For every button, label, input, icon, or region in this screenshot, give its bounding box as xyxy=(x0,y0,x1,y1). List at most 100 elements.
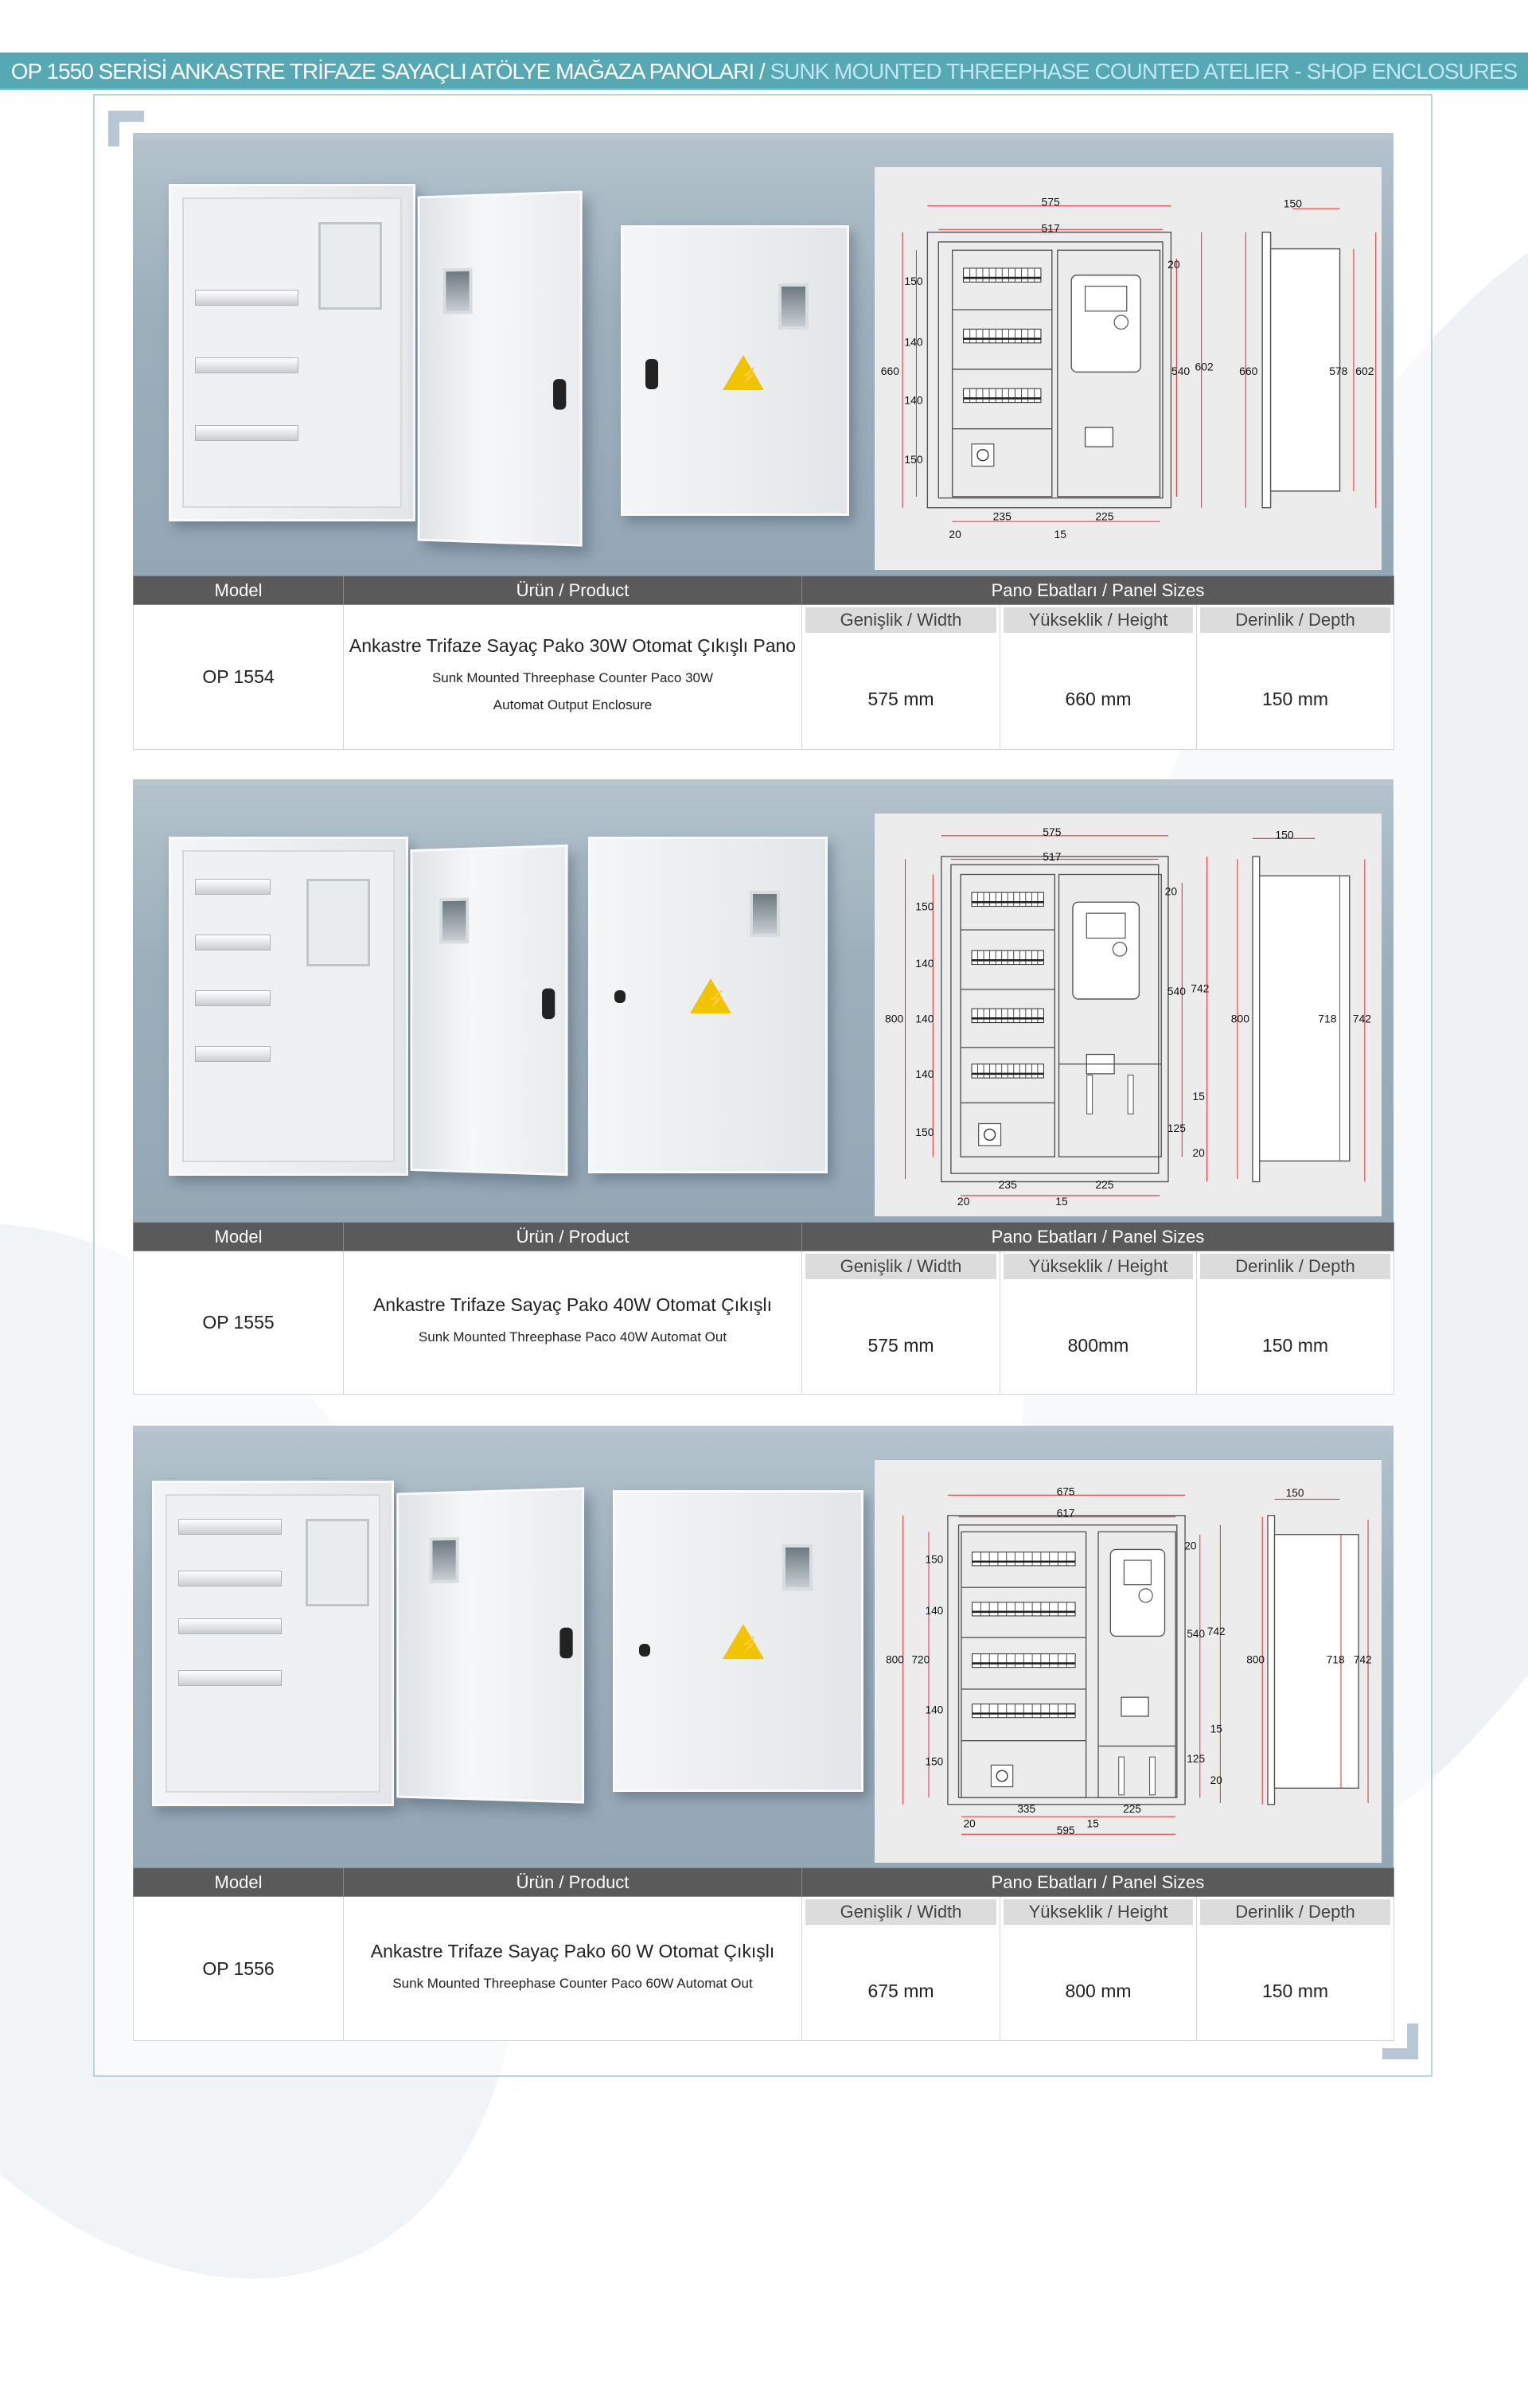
spec-table-op1556: ModelÜrün / ProductPano Ebatları / Panel… xyxy=(133,1867,1394,2041)
width-value: 575 mm xyxy=(805,1335,996,1356)
table-row: OP 1554 Ankastre Trifaze Sayaç Pako 30W … xyxy=(134,605,1394,750)
warning-sign-icon: ⚡ xyxy=(690,978,731,1013)
dimension-label: 140 xyxy=(926,1704,944,1716)
col-header-model: Model xyxy=(134,1223,344,1251)
sub-header-height: Yükseklik / Height xyxy=(1004,607,1193,633)
dimension-label: 20 xyxy=(957,1195,970,1208)
dimension-label: 540 xyxy=(1167,985,1186,997)
table-row: OP 1555 Ankastre Trifaze Sayaç Pako 40W … xyxy=(134,1251,1394,1395)
col-header-product: Ürün / Product xyxy=(344,576,802,605)
model-code: OP 1554 xyxy=(134,605,344,750)
warning-sign-icon: ⚡ xyxy=(723,355,764,390)
rotary-switch-icon xyxy=(991,1765,1012,1786)
dimension-label: 517 xyxy=(1042,222,1060,235)
dimension-label: 150 xyxy=(904,275,922,287)
closed-enclosure-photo: ⚡ xyxy=(613,1490,863,1792)
terminal-block xyxy=(1087,1075,1093,1114)
dimension-label: 140 xyxy=(926,1605,944,1617)
electricity-meter xyxy=(1071,275,1140,373)
width-value: 675 mm xyxy=(805,1981,996,2002)
dimension-label: 150 xyxy=(1275,828,1293,841)
technical-drawing: 5755171501401401506602054060223522520151… xyxy=(875,167,1382,570)
product-name-en: Sunk Mounted Threephase Counter Paco 30W… xyxy=(347,665,798,719)
title-turkish: OP 1550 SERİSİ ANKASTRE TRİFAZE SAYAÇLI … xyxy=(11,59,754,84)
product-name-tr: Ankastre Trifaze Sayaç Pako 30W Otomat Ç… xyxy=(347,635,798,657)
dimension-label: 20 xyxy=(1184,1540,1197,1551)
rotary-switch-icon xyxy=(972,444,994,466)
sub-header-width: Genişlik / Width xyxy=(805,1254,996,1279)
left-compartment xyxy=(953,250,1052,497)
page-header-bar: OP 1550 SERİSİ ANKASTRE TRİFAZE SAYAÇLI … xyxy=(0,53,1528,90)
depth-value: 150 mm xyxy=(1200,689,1390,710)
main-breaker-icon xyxy=(1086,427,1113,447)
dimension-label: 742 xyxy=(1207,1625,1226,1637)
dimension-label: 800 xyxy=(1231,1013,1249,1025)
dimension-label: 575 xyxy=(1043,825,1061,838)
product-image-panel-op1554: ⚡ 57551715014014015066020540602235225201… xyxy=(133,133,1394,576)
product-name-en: Sunk Mounted Threephase Paco 40W Automat… xyxy=(347,1324,798,1351)
dimension-label: 225 xyxy=(1095,1178,1113,1191)
dimension-label: 718 xyxy=(1318,1013,1336,1025)
dimension-label: 20 xyxy=(949,528,961,541)
title-english: SUNK MOUNTED THREEPHASE COUNTED ATELIER … xyxy=(770,59,1517,84)
sub-header-height: Yükseklik / Height xyxy=(1004,1899,1193,1925)
model-code: OP 1555 xyxy=(134,1251,344,1395)
dimension-label: 140 xyxy=(915,1067,934,1080)
open-enclosure-photo xyxy=(169,837,408,1176)
dimension-label: 150 xyxy=(926,1553,944,1565)
dimension-label: 20 xyxy=(1210,1774,1223,1786)
spec-table-op1554: ModelÜrün / ProductPano Ebatları / Panel… xyxy=(133,576,1394,750)
col-header-sizes: Pano Ebatları / Panel Sizes xyxy=(802,1223,1394,1251)
dimension-label: 578 xyxy=(1329,365,1347,377)
dimension-label: 125 xyxy=(1187,1753,1205,1765)
closed-enclosure-photo: ⚡ xyxy=(588,837,828,1173)
dimension-label: 540 xyxy=(1187,1628,1205,1640)
product-image-panel-op1555: ⚡ 57551715014080014014015020540742151252… xyxy=(133,779,1394,1222)
dimension-label: 602 xyxy=(1195,361,1214,373)
dimension-label: 150 xyxy=(1284,197,1302,209)
dimension-drawing: 5755171501408001401401502054074215125202… xyxy=(875,814,1382,1216)
dimension-label: 15 xyxy=(1055,1195,1068,1208)
dimension-label: 225 xyxy=(1095,509,1113,522)
sub-header-depth: Derinlik / Depth xyxy=(1200,1899,1390,1925)
dimension-label: 140 xyxy=(915,1013,934,1025)
dimension-label: 15 xyxy=(1054,528,1067,541)
title-separator: / xyxy=(759,59,765,84)
height-value: 800mm xyxy=(1004,1335,1193,1356)
product-name-en: Sunk Mounted Threephase Counter Paco 60W… xyxy=(347,1970,798,1997)
width-value: 575 mm xyxy=(805,689,996,710)
product-name-tr: Ankastre Trifaze Sayaç Pako 40W Otomat Ç… xyxy=(347,1294,798,1316)
dimension-label: 675 xyxy=(1057,1485,1075,1497)
dimension-label: 718 xyxy=(1327,1654,1345,1666)
spec-table-op1555: ModelÜrün / ProductPano Ebatları / Panel… xyxy=(133,1222,1394,1395)
rotary-switch-icon xyxy=(979,1123,1001,1145)
dimension-label: 742 xyxy=(1353,1013,1371,1025)
dimension-label: 20 xyxy=(964,1818,976,1830)
dimension-label: 595 xyxy=(1057,1825,1075,1836)
dimension-drawing: 5755171501401401506602054060223522520151… xyxy=(875,167,1382,570)
dimension-label: 140 xyxy=(904,393,922,406)
dimension-label: 660 xyxy=(881,365,899,377)
dimension-label: 742 xyxy=(1191,982,1209,994)
dimension-label: 20 xyxy=(1192,1146,1205,1159)
sub-header-depth: Derinlik / Depth xyxy=(1200,1254,1390,1279)
dimension-label: 20 xyxy=(1167,258,1180,271)
dimension-drawing: 6756171501408007201401502054074215125203… xyxy=(875,1460,1382,1863)
dimension-label: 800 xyxy=(1246,1654,1265,1666)
dimension-label: 617 xyxy=(1057,1508,1075,1520)
dimension-label: 125 xyxy=(1167,1122,1186,1134)
sub-header-height: Yükseklik / Height xyxy=(1004,1254,1193,1279)
terminal-block xyxy=(1150,1757,1156,1795)
open-door xyxy=(410,845,567,1176)
dimension-label: 575 xyxy=(1042,196,1060,209)
dimension-label: 235 xyxy=(993,509,1012,522)
dimension-label: 335 xyxy=(1017,1803,1035,1815)
dimension-label: 150 xyxy=(915,900,934,913)
dimension-label: 150 xyxy=(904,453,922,466)
side-view-flange xyxy=(1262,232,1270,508)
electricity-meter xyxy=(1073,902,1139,999)
col-header-model: Model xyxy=(134,1868,344,1897)
terminal-block xyxy=(1119,1757,1125,1795)
height-value: 800 mm xyxy=(1004,1981,1193,2002)
dimension-label: 15 xyxy=(1087,1818,1099,1830)
